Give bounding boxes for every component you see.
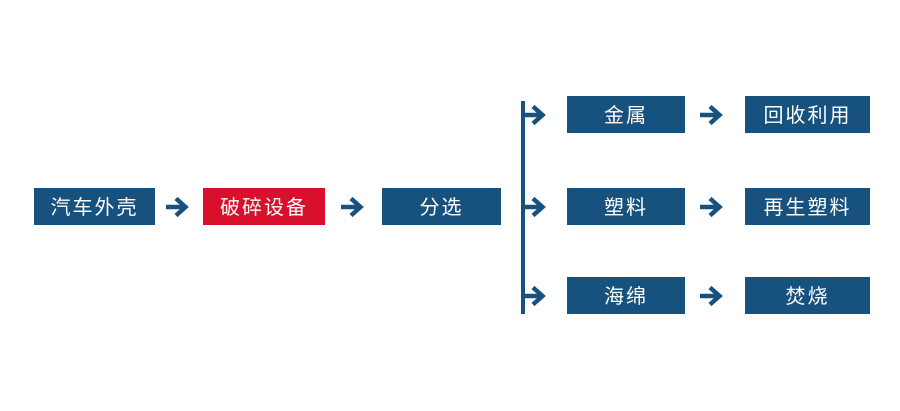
node-label: 金属 xyxy=(604,102,648,127)
branch-arrow-icon xyxy=(522,104,546,126)
node-label: 塑料 xyxy=(604,194,648,219)
arrow-right-icon xyxy=(341,196,364,218)
node-label: 汽车外壳 xyxy=(50,194,139,219)
node-label: 海绵 xyxy=(604,283,648,308)
node-crushing-equipment: 破碎设备 xyxy=(203,188,325,225)
branch-arrow-icon xyxy=(522,196,546,218)
node-metal: 金属 xyxy=(567,96,685,133)
arrow-right-icon xyxy=(166,196,189,218)
node-incineration: 焚烧 xyxy=(745,277,870,314)
node-label: 回收利用 xyxy=(763,102,852,127)
arrow-right-icon xyxy=(700,104,723,126)
node-car-shell: 汽车外壳 xyxy=(34,188,155,225)
node-recycling: 回收利用 xyxy=(745,96,870,133)
node-label: 再生塑料 xyxy=(763,194,852,219)
node-plastic: 塑料 xyxy=(567,188,685,225)
node-label: 焚烧 xyxy=(785,283,830,308)
node-label: 破碎设备 xyxy=(220,194,308,219)
node-sponge: 海绵 xyxy=(567,277,685,314)
arrow-right-icon xyxy=(700,285,723,307)
node-label: 分选 xyxy=(419,194,464,219)
branch-arrow-icon xyxy=(522,285,546,307)
node-sorting: 分选 xyxy=(382,188,501,225)
arrow-right-icon xyxy=(700,196,723,218)
node-recycled-plastic: 再生塑料 xyxy=(745,188,870,225)
